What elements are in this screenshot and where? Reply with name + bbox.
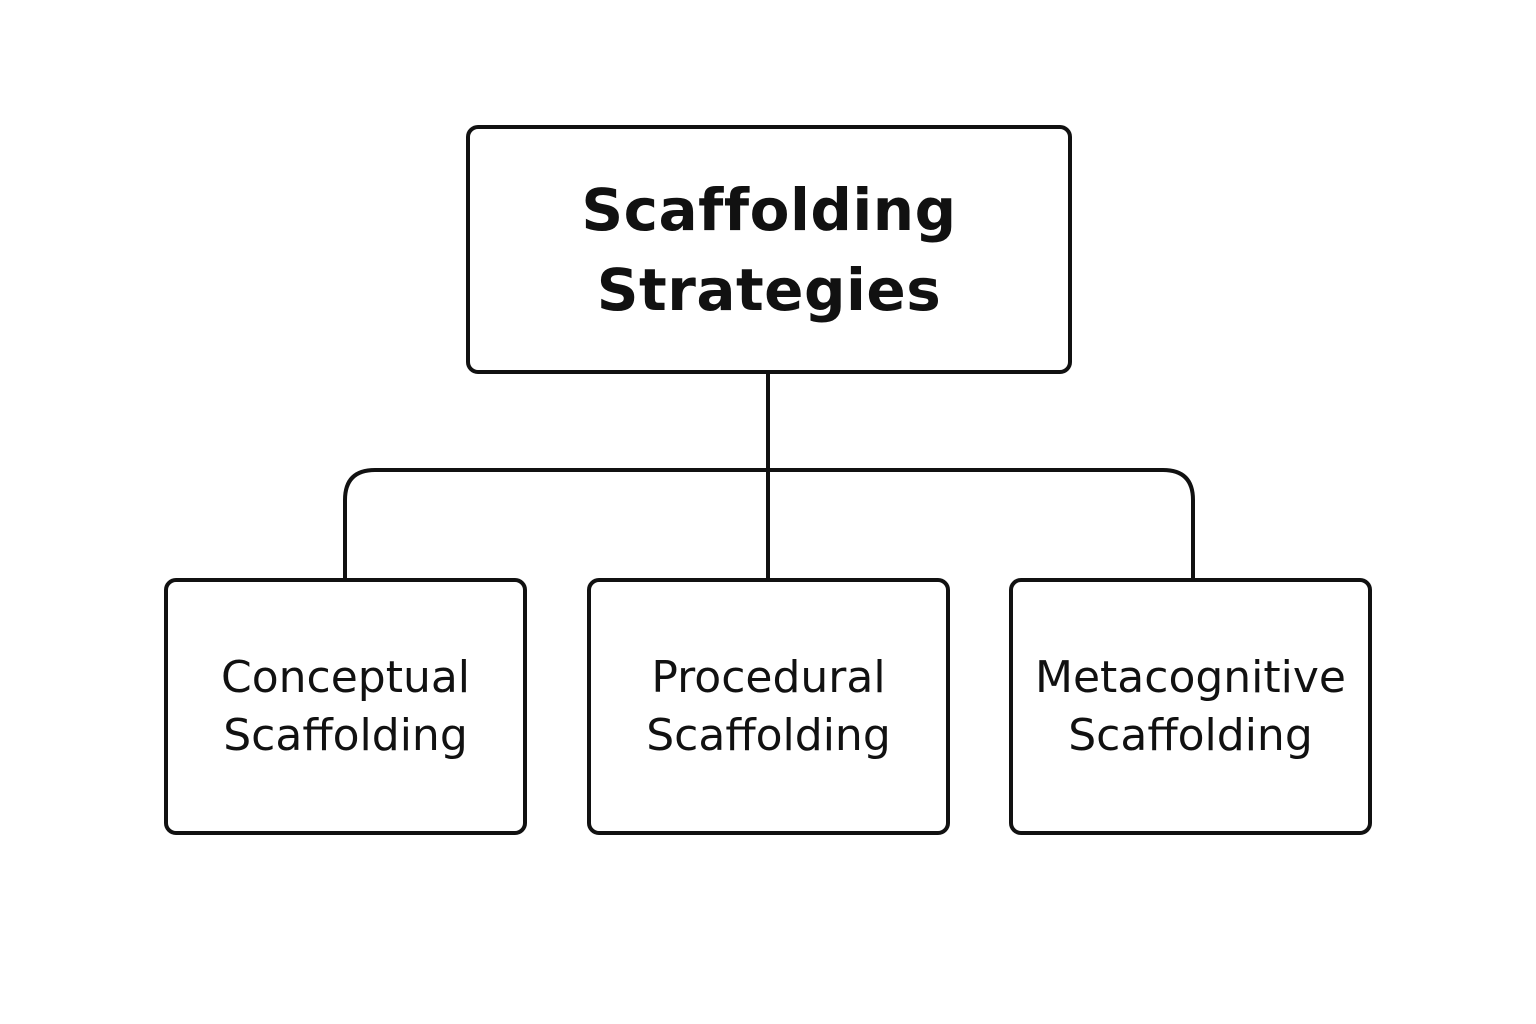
child-node-procedural-scaffolding: Procedural Scaffolding	[587, 578, 950, 835]
child-node-conceptual-scaffolding: Conceptual Scaffolding	[164, 578, 527, 835]
horizontal-branch-line	[343, 468, 1195, 578]
child-node-label-line-1: Procedural	[651, 651, 886, 703]
child-node-label-line-2: Scaffolding	[223, 709, 468, 761]
root-node-label-line-1: Scaffolding	[581, 175, 957, 244]
child-node-label-line-1: Conceptual	[220, 651, 471, 703]
child-node-metacognitive-scaffolding: Metacognitive Scaffolding	[1009, 578, 1372, 835]
child-node-label-line-2: Scaffolding	[1068, 709, 1313, 761]
child-node-label-line-2: Scaffolding	[646, 709, 891, 761]
root-node-label-line-2: Strategies	[596, 255, 942, 324]
root-node-scaffolding-strategies: Scaffolding Strategies	[466, 125, 1072, 374]
child-node-label-line-1: Metacognitive	[1035, 651, 1346, 703]
